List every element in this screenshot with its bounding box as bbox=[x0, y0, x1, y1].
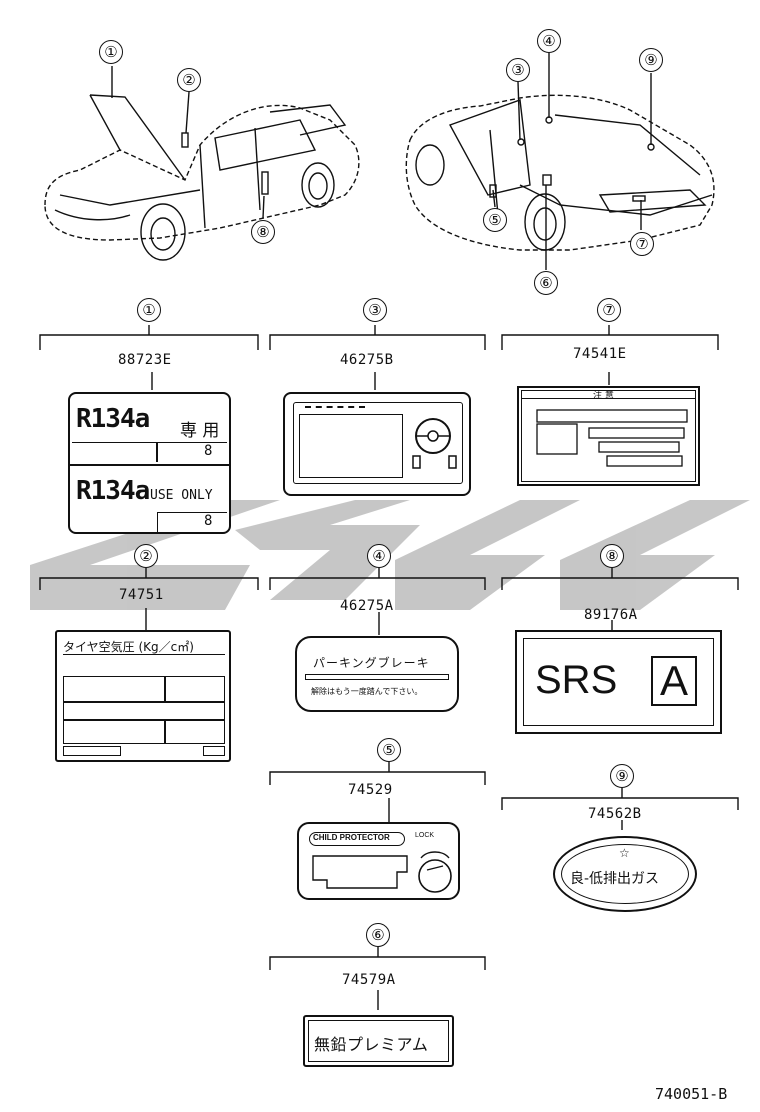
callout-3: ③ bbox=[363, 298, 387, 322]
callout-6-top: ⑥ bbox=[534, 271, 558, 295]
callout-7: ⑦ bbox=[597, 298, 621, 322]
label-r134a-jp: 専 用 bbox=[180, 421, 220, 441]
label-parking-brake-line1: パーキングブレーキ bbox=[313, 656, 430, 670]
vehicle-location-diagram bbox=[44, 53, 715, 270]
label-74541e-header: 注 意 bbox=[593, 391, 614, 401]
callout-4-top: ④ bbox=[537, 29, 561, 53]
callout-6: ⑥ bbox=[366, 923, 390, 947]
section-brackets bbox=[39, 325, 739, 1010]
label-r134a-num-2: 8 bbox=[204, 513, 213, 529]
label-low-emission: ☆ 良-低排出ガス bbox=[553, 836, 697, 912]
label-tire-pressure: タイヤ空気圧 (Kg／c㎡) bbox=[55, 630, 231, 762]
part-number-74751: 74751 bbox=[119, 587, 164, 603]
label-parking-brake-line2: 解除はもう一度踏んで下さい。 bbox=[311, 687, 423, 696]
callout-1: ① bbox=[137, 298, 161, 322]
part-number-74562B: 74562B bbox=[588, 806, 642, 822]
label-child-protector-brand: CHILD PROTECTOR bbox=[313, 833, 390, 842]
label-74541e-text-blocks bbox=[536, 409, 688, 467]
part-number-46275A: 46275A bbox=[340, 598, 394, 614]
part-number-46275B: 46275B bbox=[340, 352, 394, 368]
label-srs-box: A bbox=[651, 656, 697, 706]
label-r134a-text-2: R134a bbox=[76, 476, 150, 506]
label-r134a: R134a 専 用 8 R134a USE ONLY 8 bbox=[68, 392, 231, 534]
label-premium-unleaded: 無鉛プレミアム bbox=[303, 1015, 454, 1067]
label-r134a-use-only: USE ONLY bbox=[150, 488, 213, 503]
callout-9-top: ⑨ bbox=[639, 48, 663, 72]
label-46275b bbox=[283, 392, 471, 496]
callout-8-top: ⑧ bbox=[251, 220, 275, 244]
child-lock-icon bbox=[312, 851, 452, 893]
callout-1-top: ① bbox=[99, 40, 123, 64]
callout-2: ② bbox=[134, 544, 158, 568]
callout-3-top: ③ bbox=[506, 58, 530, 82]
label-tire-pressure-header: タイヤ空気圧 (Kg／c㎡) bbox=[63, 640, 194, 654]
figure-number: 740051-B bbox=[655, 1085, 728, 1103]
label-r134a-num-1: 8 bbox=[204, 443, 213, 459]
label-srs: SRS A bbox=[515, 630, 722, 734]
callout-5-top: ⑤ bbox=[483, 208, 507, 232]
part-number-74529: 74529 bbox=[348, 782, 393, 798]
label-r134a-text-1: R134a bbox=[76, 404, 150, 434]
callout-8: ⑧ bbox=[600, 544, 624, 568]
label-child-protector-lock: LOCK bbox=[415, 832, 435, 839]
part-number-74541E: 74541E bbox=[573, 346, 627, 362]
label-child-protector: CHILD PROTECTOR LOCK bbox=[297, 822, 460, 900]
label-74541e: 注 意 bbox=[517, 386, 700, 486]
callout-4: ④ bbox=[367, 544, 391, 568]
callout-9: ⑨ bbox=[610, 764, 634, 788]
callout-2-top: ② bbox=[177, 68, 201, 92]
part-number-89176A: 89176A bbox=[584, 607, 638, 623]
callout-5: ⑤ bbox=[377, 738, 401, 762]
label-parking-brake: パーキングブレーキ 解除はもう一度踏んで下さい。 bbox=[295, 636, 459, 712]
part-number-74579A: 74579A bbox=[342, 972, 396, 988]
label-srs-text: SRS bbox=[535, 658, 618, 702]
label-low-emission-text: 良-低排出ガス bbox=[570, 871, 660, 887]
label-low-emission-star: ☆ bbox=[619, 846, 630, 860]
steering-wheel-icon bbox=[412, 418, 457, 469]
part-number-88723E: 88723E bbox=[118, 352, 172, 368]
label-premium-unleaded-text: 無鉛プレミアム bbox=[314, 1035, 429, 1054]
callout-7-top: ⑦ bbox=[630, 232, 654, 256]
